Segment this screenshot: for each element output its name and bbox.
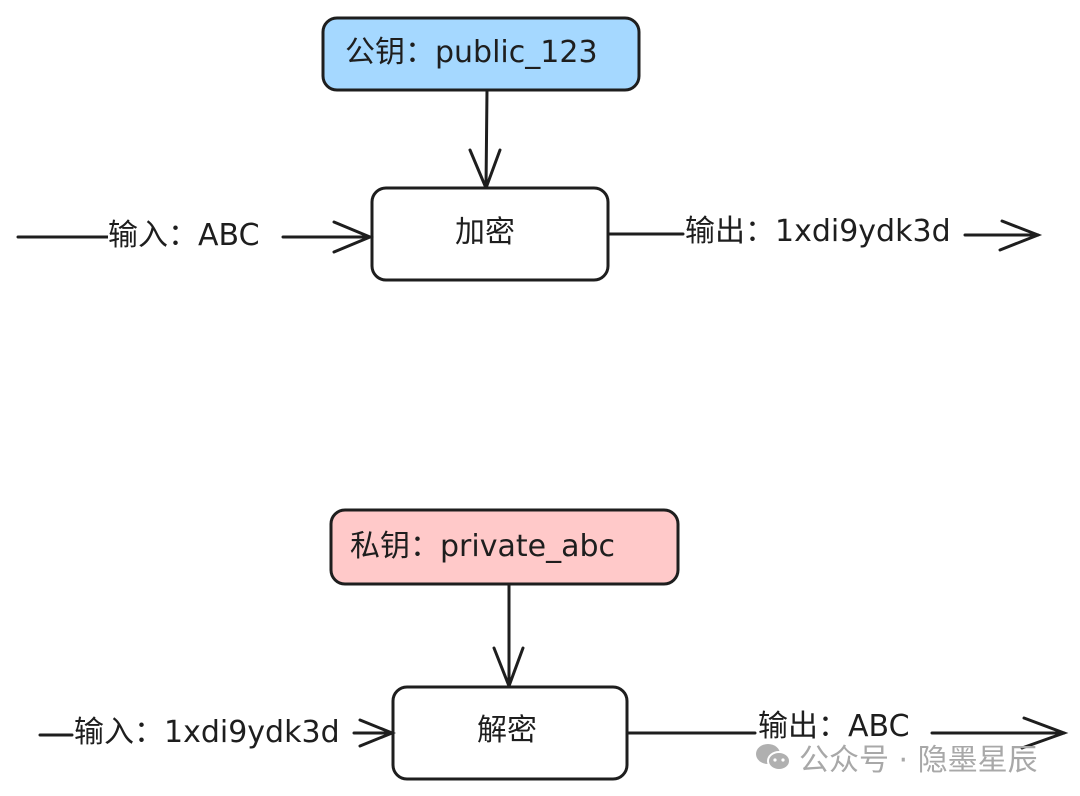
decrypt-output-arrow bbox=[625, 716, 1069, 750]
decrypt-input-arrow bbox=[38, 718, 396, 748]
decrypt-output-label-text: 输出： bbox=[758, 709, 848, 744]
decrypt-process-label: 解密 bbox=[477, 713, 537, 748]
public-key-label-text: 公钥： bbox=[345, 35, 435, 70]
public-key-value: public_123 bbox=[435, 35, 598, 70]
watermark: 公众号 · 隐墨星辰 bbox=[755, 735, 1038, 779]
decrypt-output-label: 输出：ABC bbox=[758, 712, 910, 742]
decrypt-input-value: 1xdi9ydk3d bbox=[164, 715, 340, 750]
private-key-arrow bbox=[492, 582, 525, 691]
private-key-label-text: 私钥： bbox=[350, 529, 440, 564]
encrypt-input-arrow bbox=[16, 220, 374, 254]
decrypt-input-label: 输入：1xdi9ydk3d bbox=[74, 718, 340, 748]
encrypt-input-label: 输入：ABC bbox=[108, 221, 260, 251]
decrypt-input-label-text: 输入： bbox=[74, 715, 164, 750]
public-key-label: 公钥：public_123 bbox=[345, 38, 598, 68]
encrypt-output-value: 1xdi9ydk3d bbox=[775, 214, 951, 249]
private-key-label: 私钥：private_abc bbox=[350, 532, 615, 562]
private-key-value: private_abc bbox=[440, 529, 615, 564]
encrypt-output-label: 输出：1xdi9ydk3d bbox=[685, 217, 951, 247]
public-key-arrow bbox=[468, 88, 502, 193]
wechat-icon bbox=[755, 742, 791, 772]
encrypt-process-label: 加密 bbox=[455, 215, 515, 250]
encrypt-input-label-text: 输入： bbox=[108, 218, 198, 253]
encrypt-input-value: ABC bbox=[198, 218, 260, 253]
encrypt-output-arrow bbox=[606, 219, 1043, 252]
public-key-box[interactable] bbox=[321, 16, 641, 92]
encrypt-output-label-text: 输出： bbox=[685, 214, 775, 249]
watermark-text: 公众号 · 隐墨星辰 bbox=[799, 743, 1038, 778]
private-key-box[interactable] bbox=[329, 508, 680, 586]
decrypt-output-value: ABC bbox=[848, 709, 910, 744]
